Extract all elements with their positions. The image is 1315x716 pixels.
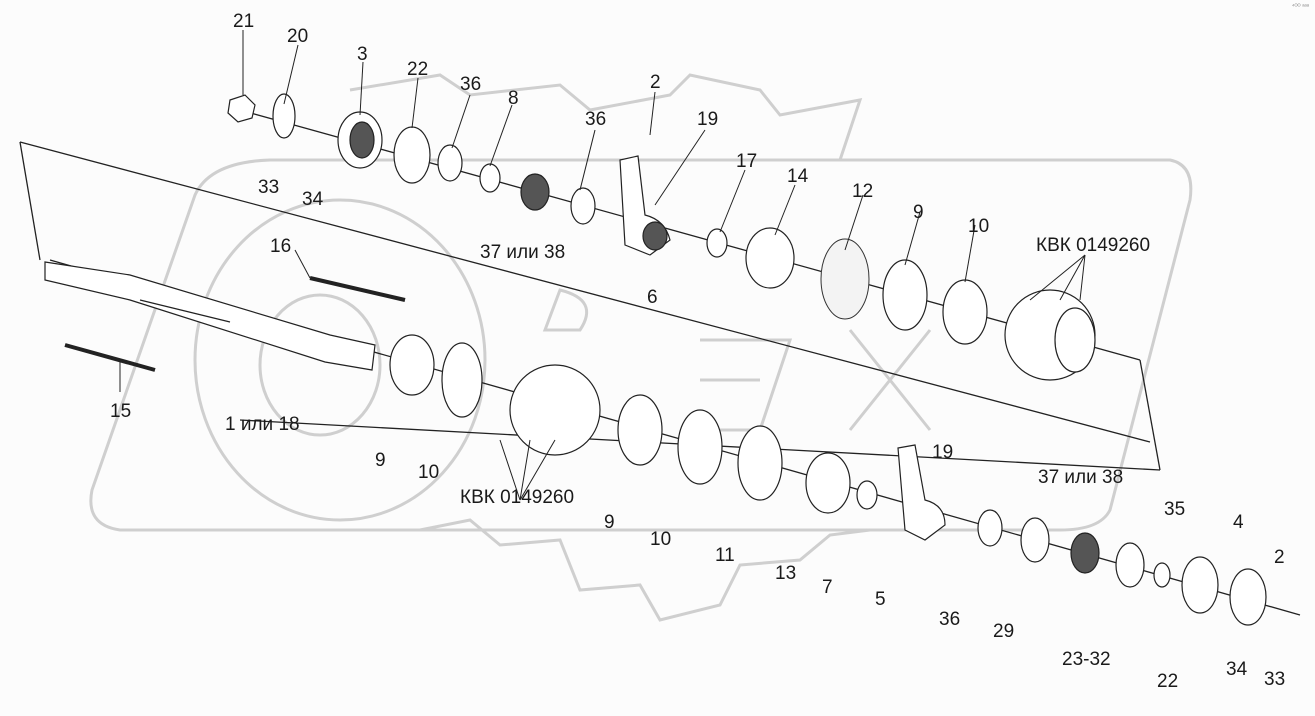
- callout-5: 5: [875, 589, 886, 610]
- ring-14: [745, 227, 795, 289]
- callout-10: 10: [418, 462, 440, 483]
- callout-6: 6: [647, 287, 658, 308]
- upper-assembly-parts: [227, 93, 1096, 381]
- callout-kvk-0149260: КВК 0149260: [1036, 235, 1151, 256]
- ring-17: [706, 228, 728, 258]
- callout-15: 15: [110, 401, 132, 422]
- disc-9b: [389, 334, 435, 396]
- shaft-assembly: [44, 261, 406, 372]
- callout-22: 22: [407, 59, 429, 80]
- key-16: [309, 276, 406, 302]
- disc-9c: [617, 394, 663, 466]
- disc-12: [820, 238, 870, 320]
- callout-37-or-38: 37 или 38: [1038, 467, 1124, 488]
- callout-10: 10: [968, 216, 990, 237]
- ring-23-32: [1115, 542, 1145, 588]
- callout-23-32: 23-32: [1062, 649, 1111, 670]
- callout-29: 29: [993, 621, 1015, 642]
- callout-34: 34: [302, 189, 324, 210]
- callout-7: 7: [822, 577, 833, 598]
- shaft-1: [44, 261, 376, 371]
- disc-10a: [942, 279, 988, 345]
- callout-33: 33: [258, 177, 280, 198]
- corner-mark: ⁴ᴼᴼ ᵃᵃᵃ: [1291, 4, 1309, 10]
- disc-10b: [441, 342, 483, 418]
- lower-assembly-parts: [389, 334, 1267, 626]
- key-slot: [139, 299, 231, 323]
- disc-11: [737, 425, 783, 501]
- callout-33: 33: [1264, 669, 1286, 690]
- ring-7: [856, 480, 878, 510]
- washer-20: [272, 93, 296, 139]
- ring-35: [1153, 562, 1171, 588]
- callout-36: 36: [939, 609, 961, 630]
- callout-9: 9: [913, 202, 924, 223]
- ring-29: [1020, 517, 1050, 563]
- callout-13: 13: [775, 563, 797, 584]
- disc-9a: [882, 259, 928, 331]
- callout-3: 3: [357, 44, 368, 65]
- callout-14: 14: [787, 166, 809, 187]
- leader-lines: [119, 30, 1086, 501]
- callout-12: 12: [852, 181, 874, 202]
- callout-36: 36: [585, 109, 607, 130]
- callout-35: 35: [1164, 499, 1186, 520]
- key-15: [64, 343, 156, 372]
- callout-17: 17: [736, 151, 758, 172]
- callout-10: 10: [650, 529, 672, 550]
- disc-10c: [677, 409, 723, 485]
- callout-21: 21: [233, 11, 255, 32]
- callout-9: 9: [604, 512, 615, 533]
- bearing-37b: [1070, 532, 1100, 574]
- callout-22: 22: [1157, 671, 1179, 692]
- callout-20: 20: [287, 26, 309, 47]
- nut-21: [227, 94, 256, 123]
- gasket-22b: [1181, 556, 1219, 614]
- seal-36a: [437, 144, 463, 182]
- callout-37-or-38: 37 или 38: [480, 242, 566, 263]
- seal-36b: [570, 187, 596, 225]
- callout-11: 11: [715, 545, 735, 566]
- gasket-22: [393, 126, 431, 184]
- callout-kvk-0149260: КВК 0149260: [460, 487, 575, 508]
- cover-4: [1229, 568, 1267, 626]
- callout-9: 9: [375, 450, 386, 471]
- callout-19: 19: [697, 109, 719, 130]
- bearing-37a: [520, 173, 550, 211]
- lever-5: [897, 444, 946, 541]
- watermark-logo: [89, 73, 1193, 622]
- callout-2: 2: [650, 72, 661, 93]
- callout-4: 4: [1233, 512, 1244, 533]
- callout-36: 36: [460, 74, 482, 95]
- ring-13: [805, 452, 851, 514]
- callout-2: 2: [1274, 547, 1285, 568]
- callout-1-or-18: 1 или 18: [225, 414, 300, 435]
- callout-16: 16: [270, 236, 292, 257]
- springs-kvk-b: [509, 364, 601, 456]
- callout-19: 19: [932, 442, 954, 463]
- callout-34: 34: [1226, 659, 1248, 680]
- bushing-8: [479, 163, 501, 193]
- callout-8: 8: [508, 88, 519, 109]
- seal-36c: [977, 509, 1003, 547]
